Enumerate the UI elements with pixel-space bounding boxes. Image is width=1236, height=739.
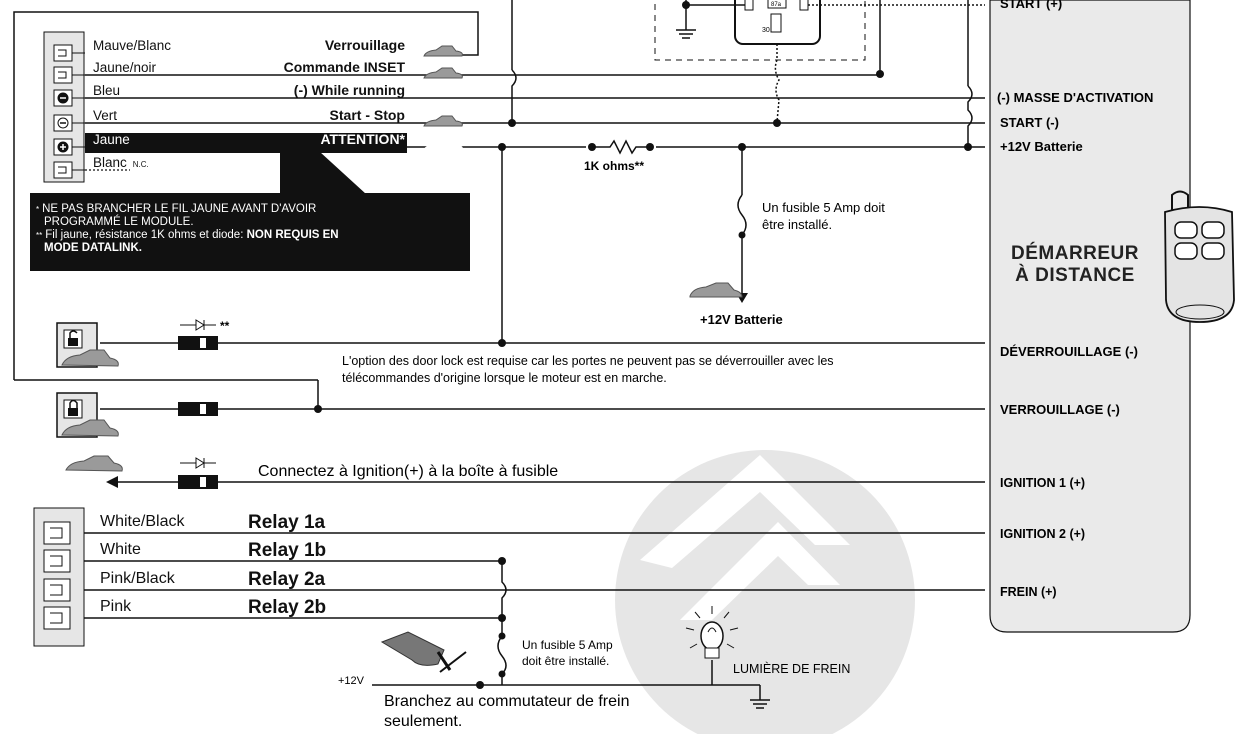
connector-bottom-pin <box>43 578 71 602</box>
pin-12v-batterie: +12V Batterie <box>1000 139 1083 154</box>
wire-function-label: ATTENTION* <box>320 131 405 147</box>
wire-function-label: Commande INSET <box>283 59 405 75</box>
pin-tab-icon <box>50 612 63 624</box>
wire-function-label: Relay 2a <box>248 569 326 590</box>
connector-top-pin <box>53 66 73 84</box>
wire-function-label: Relay 1a <box>248 512 326 533</box>
car-icon <box>423 67 463 79</box>
pin-tab-icon <box>50 527 63 539</box>
module-title-line-1: DÉMARREUR <box>1011 243 1139 264</box>
wire-color-label: Bleu <box>93 83 121 98</box>
fuse-bottom <box>497 635 507 675</box>
door-lock-note-2: télécommandes d'origine lorsque le moteu… <box>342 371 667 385</box>
brake-switch-note-2: seulement. <box>384 713 462 730</box>
connector-top-pin <box>53 161 73 179</box>
car-icon <box>423 139 463 151</box>
brake-switch-note-1: Branchez au commutateur de frein <box>384 693 629 710</box>
note-line-2: PROGRAMMÉ LE MODULE. <box>44 216 194 228</box>
note-line-1: NE PAS BRANCHER LE FIL JAUNE AVANT D'AVO… <box>42 203 317 215</box>
lock-icon <box>56 392 119 438</box>
pin-verrouillage: VERROUILLAGE (-) <box>1000 402 1120 417</box>
wire-color-label: Jaune/noir <box>93 60 157 75</box>
connector-bottom-pin <box>43 606 71 630</box>
resistor-label: 1K ohms** <box>584 159 644 173</box>
remote-starter-module <box>989 0 1191 633</box>
wire-color-label: Pink/Black <box>100 570 175 587</box>
wire-function-label: Verrouillage <box>324 37 405 53</box>
module-title: DÉMARREUR À DISTANCE <box>990 243 1160 287</box>
wire-function-label: Relay 1b <box>248 540 327 561</box>
diode-symbol-unlock <box>180 319 216 331</box>
pin-ignition-2: IGNITION 2 (+) <box>1000 527 1085 541</box>
fuse-bottom-label-2: doit être installé. <box>522 654 609 668</box>
fuse-top <box>737 194 747 236</box>
connector-bottom-pin <box>43 549 71 573</box>
pin-masse-activation: (-) MASSE D'ACTIVATION <box>997 90 1153 105</box>
connector-top-pin <box>53 44 73 62</box>
fuse-top-label-1: Un fusible 5 Amp doit <box>762 200 885 215</box>
resistor-1k <box>586 139 656 155</box>
relay-block: 87a 30 <box>654 0 985 123</box>
wire-suffix-label: N.C. <box>132 160 149 169</box>
brake-light-bulb-icon <box>685 606 739 659</box>
brake-plus-label: +12V <box>338 675 365 687</box>
module-pins: START (+) (-) MASSE D'ACTIVATION START (… <box>997 0 1153 599</box>
module-title-line-2: À DISTANCE <box>1015 265 1135 286</box>
wire-color-label: Mauve/Blanc <box>93 38 172 53</box>
brake-light-label: LUMIÈRE DE FREIN <box>733 661 850 676</box>
pin-tab-icon <box>58 49 67 57</box>
diode-stars: ** <box>220 319 230 333</box>
wire-function-label: Relay 2b <box>248 597 327 618</box>
connector-bottom-pin <box>43 521 71 545</box>
wire-color-label: Pink <box>100 598 132 615</box>
fuse-top-label-2: être installé. <box>762 217 832 232</box>
wire-function-label: (-) While running <box>293 82 405 98</box>
battery-label: +12V Batterie <box>700 312 783 327</box>
relay-pin-30: 30 <box>762 27 770 34</box>
note-line-3: Fil jaune, résistance 1K ohms et diode: <box>45 229 247 241</box>
pin-tab-icon <box>58 166 67 174</box>
wire-color-label: Jaune <box>93 132 130 147</box>
note-line-4-bold: MODE DATALINK. <box>44 242 142 254</box>
remote-fob-icon <box>1164 190 1235 323</box>
pin-start-plus: START (+) <box>1000 0 1062 11</box>
pin-start-minus: START (-) <box>1000 115 1059 130</box>
wire-function-label: Start - Stop <box>329 107 405 123</box>
wire-color-label: White/Black <box>100 513 185 530</box>
note-line-3-bold: NON REQUIS EN <box>246 229 339 241</box>
ignition-note: Connectez à Ignition(+) à la boîte à fus… <box>258 463 558 480</box>
unlock-icon <box>56 322 119 368</box>
pin-tab-icon <box>58 71 67 79</box>
fuse-bottom-label-1: Un fusible 5 Amp <box>522 638 613 652</box>
pin-frein: FREIN (+) <box>1000 585 1057 599</box>
watermark-logo <box>615 450 915 739</box>
car-icon-battery <box>689 282 743 298</box>
pin-tab-icon <box>50 555 63 567</box>
diode-symbol-ignition <box>180 457 216 469</box>
car-icon <box>423 45 463 57</box>
brake-pedal-icon <box>380 631 467 673</box>
car-icon <box>423 115 463 127</box>
pin-ignition-1: IGNITION 1 (+) <box>1000 476 1085 490</box>
wire-color-label: Vert <box>93 108 118 123</box>
pin-deverrouillage: DÉVERROUILLAGE (-) <box>1000 344 1138 359</box>
wire-color-label: White <box>100 541 141 558</box>
relay-pin-87a: 87a <box>771 2 782 8</box>
door-lock-note-1: L'option des door lock est requise car l… <box>342 354 834 368</box>
warning-note: *NE PAS BRANCHER LE FIL JAUNE AVANT D'AV… <box>30 193 470 271</box>
car-icon-ignition <box>65 455 123 472</box>
pin-tab-icon <box>50 584 63 596</box>
